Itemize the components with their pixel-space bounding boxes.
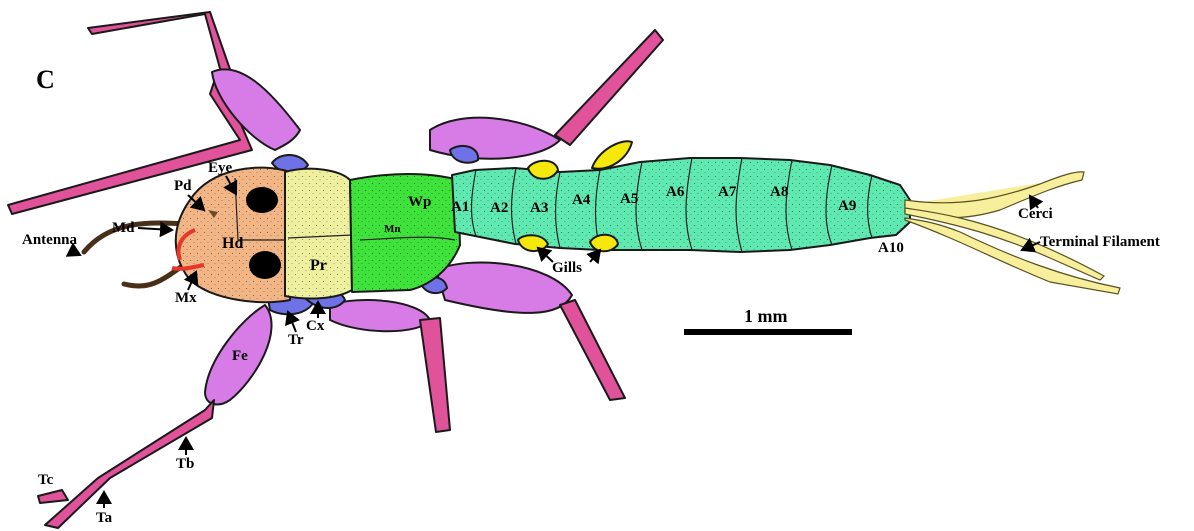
label-tc: Tc (38, 472, 54, 488)
midleg-upper-tibia (555, 30, 663, 145)
label-fe: Fe (232, 348, 248, 364)
segment-label-a7: A7 (718, 184, 737, 200)
label-tb: Tb (176, 456, 194, 472)
segment-label-a2: A2 (490, 200, 508, 216)
coxa-mid-upper (450, 146, 478, 163)
antenna-lower (124, 262, 188, 286)
segment-label-a1: A1 (451, 199, 469, 215)
panel-label: C (36, 65, 55, 94)
segment-label-a6: A6 (666, 184, 685, 200)
segment-label-a4: A4 (572, 192, 591, 208)
midleg-lower-femur (330, 300, 430, 331)
label-eye: Eye (208, 160, 233, 176)
label-tr: Tr (288, 332, 304, 348)
label-a10: A10 (878, 240, 904, 256)
label-terminal-filament: Terminal Filament (1040, 234, 1160, 250)
label-cerci: Cerci (1018, 206, 1053, 222)
segment-label-a5: A5 (620, 191, 638, 207)
label-gills: Gills (552, 260, 582, 276)
label-ta: Ta (96, 510, 113, 526)
gill-4 (590, 235, 618, 252)
gill-3 (518, 235, 548, 251)
midleg-lower-tibia (420, 318, 450, 432)
hindleg-lower-tibia (560, 300, 625, 400)
label-pr: Pr (310, 257, 327, 274)
label-mn: Mn (384, 223, 401, 235)
segment-label-a3: A3 (530, 200, 548, 216)
label-antenna: Antenna (22, 232, 78, 248)
label-md: Md (112, 220, 135, 236)
eye-upper (246, 187, 278, 213)
label-hd: Hd (222, 235, 243, 252)
segment-label-a8: A8 (770, 184, 788, 200)
label-pd: Pd (174, 178, 192, 194)
eye-lower (249, 251, 281, 279)
midleg-upper-femur (430, 118, 560, 159)
foreleg-tarsal-claw (38, 490, 68, 503)
pronotum-stipple (285, 169, 352, 299)
label-cx: Cx (306, 318, 325, 334)
antenna-upper (84, 223, 186, 252)
cercus-lower (905, 218, 1120, 294)
segment-label-a9: A9 (838, 198, 856, 214)
gill-1 (528, 161, 558, 179)
scale-bar-label: 1 mm (744, 306, 788, 326)
label-wp: Wp (408, 194, 431, 210)
label-mx: Mx (175, 290, 197, 306)
